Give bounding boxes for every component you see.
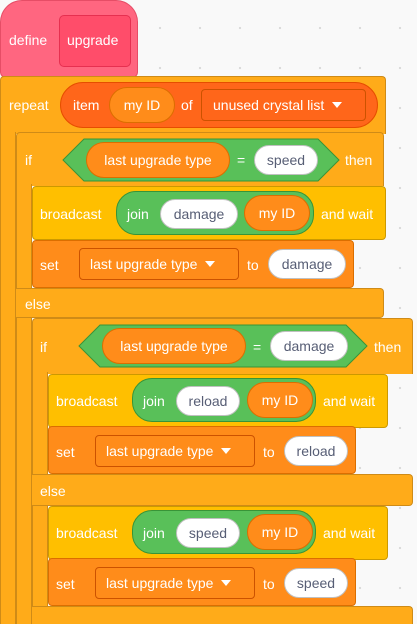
inner-condition-value-input[interactable]: damage — [270, 331, 348, 361]
outer-set-variable-dropdown[interactable]: last upgrade type — [79, 248, 239, 280]
outer-else-bar — [16, 288, 384, 318]
of-label: of — [181, 97, 193, 113]
else-join-label: join — [143, 525, 165, 541]
inner-join-var-my-id[interactable]: my ID — [247, 382, 313, 418]
outer-else-keyword: else — [25, 296, 51, 312]
chevron-down-icon — [221, 580, 232, 586]
outer-and-wait-label: and wait — [321, 206, 374, 222]
inner-set-variable-value: last upgrade type — [106, 443, 214, 459]
list-dropdown-value: unused crystal list — [213, 97, 325, 113]
else-join-var-my-id[interactable]: my ID — [247, 514, 313, 550]
inner-if-bottom-bar — [32, 606, 413, 624]
outer-set-value-input[interactable]: damage — [268, 249, 346, 279]
item-label: item — [73, 97, 100, 113]
outer-set-to-label: to — [247, 257, 259, 273]
outer-condition-value-input[interactable]: speed — [254, 145, 318, 175]
inner-set-to-label: to — [263, 444, 275, 460]
outer-join-text-input[interactable]: damage — [160, 199, 238, 229]
inner-set-keyword: set — [56, 444, 75, 460]
inner-condition-variable[interactable]: last upgrade type — [102, 328, 246, 364]
else-set-variable-dropdown[interactable]: last upgrade type — [95, 567, 255, 599]
repeat-block-arm — [0, 132, 16, 624]
chevron-down-icon — [221, 448, 232, 454]
else-set-to-label: to — [263, 576, 275, 592]
inner-and-wait-label: and wait — [323, 393, 376, 409]
inner-else-bar — [32, 474, 413, 506]
define-keyword: define — [9, 32, 48, 48]
else-set-value-input[interactable]: speed — [284, 568, 348, 598]
outer-set-variable-value: last upgrade type — [90, 256, 198, 272]
inner-broadcast-keyword: broadcast — [56, 393, 118, 409]
custom-block-name-label: upgrade — [67, 32, 119, 48]
outer-equals-operator: = — [237, 152, 246, 168]
outer-set-keyword: set — [40, 257, 59, 273]
else-set-keyword: set — [56, 576, 75, 592]
inner-if-keyword: if — [40, 339, 47, 355]
inner-equals-operator: = — [253, 339, 262, 355]
outer-join-var-my-id[interactable]: my ID — [244, 195, 310, 231]
custom-block-name[interactable] — [59, 15, 131, 67]
inner-then-keyword: then — [374, 339, 402, 355]
inner-join-text-input[interactable]: reload — [176, 386, 240, 416]
repeat-keyword: repeat — [9, 97, 49, 113]
else-broadcast-keyword: broadcast — [56, 525, 118, 541]
outer-if-arm — [16, 184, 32, 624]
outer-if-keyword: if — [25, 152, 32, 168]
inner-set-value-input[interactable]: reload — [284, 436, 348, 466]
list-dropdown[interactable]: unused crystal list — [201, 89, 366, 121]
inner-join-label: join — [143, 393, 165, 409]
else-join-text-input[interactable]: speed — [176, 518, 240, 548]
outer-join-label: join — [127, 206, 149, 222]
inner-else-keyword: else — [40, 483, 66, 499]
index-variable-my-id[interactable]: my ID — [109, 87, 175, 123]
chevron-down-icon — [205, 261, 216, 267]
outer-broadcast-keyword: broadcast — [40, 206, 102, 222]
inner-set-variable-dropdown[interactable]: last upgrade type — [95, 435, 255, 467]
outer-then-keyword: then — [345, 152, 373, 168]
else-set-variable-value: last upgrade type — [106, 575, 214, 591]
chevron-down-icon — [332, 102, 343, 108]
else-and-wait-label: and wait — [323, 525, 376, 541]
outer-condition-variable[interactable]: last upgrade type — [86, 142, 230, 178]
